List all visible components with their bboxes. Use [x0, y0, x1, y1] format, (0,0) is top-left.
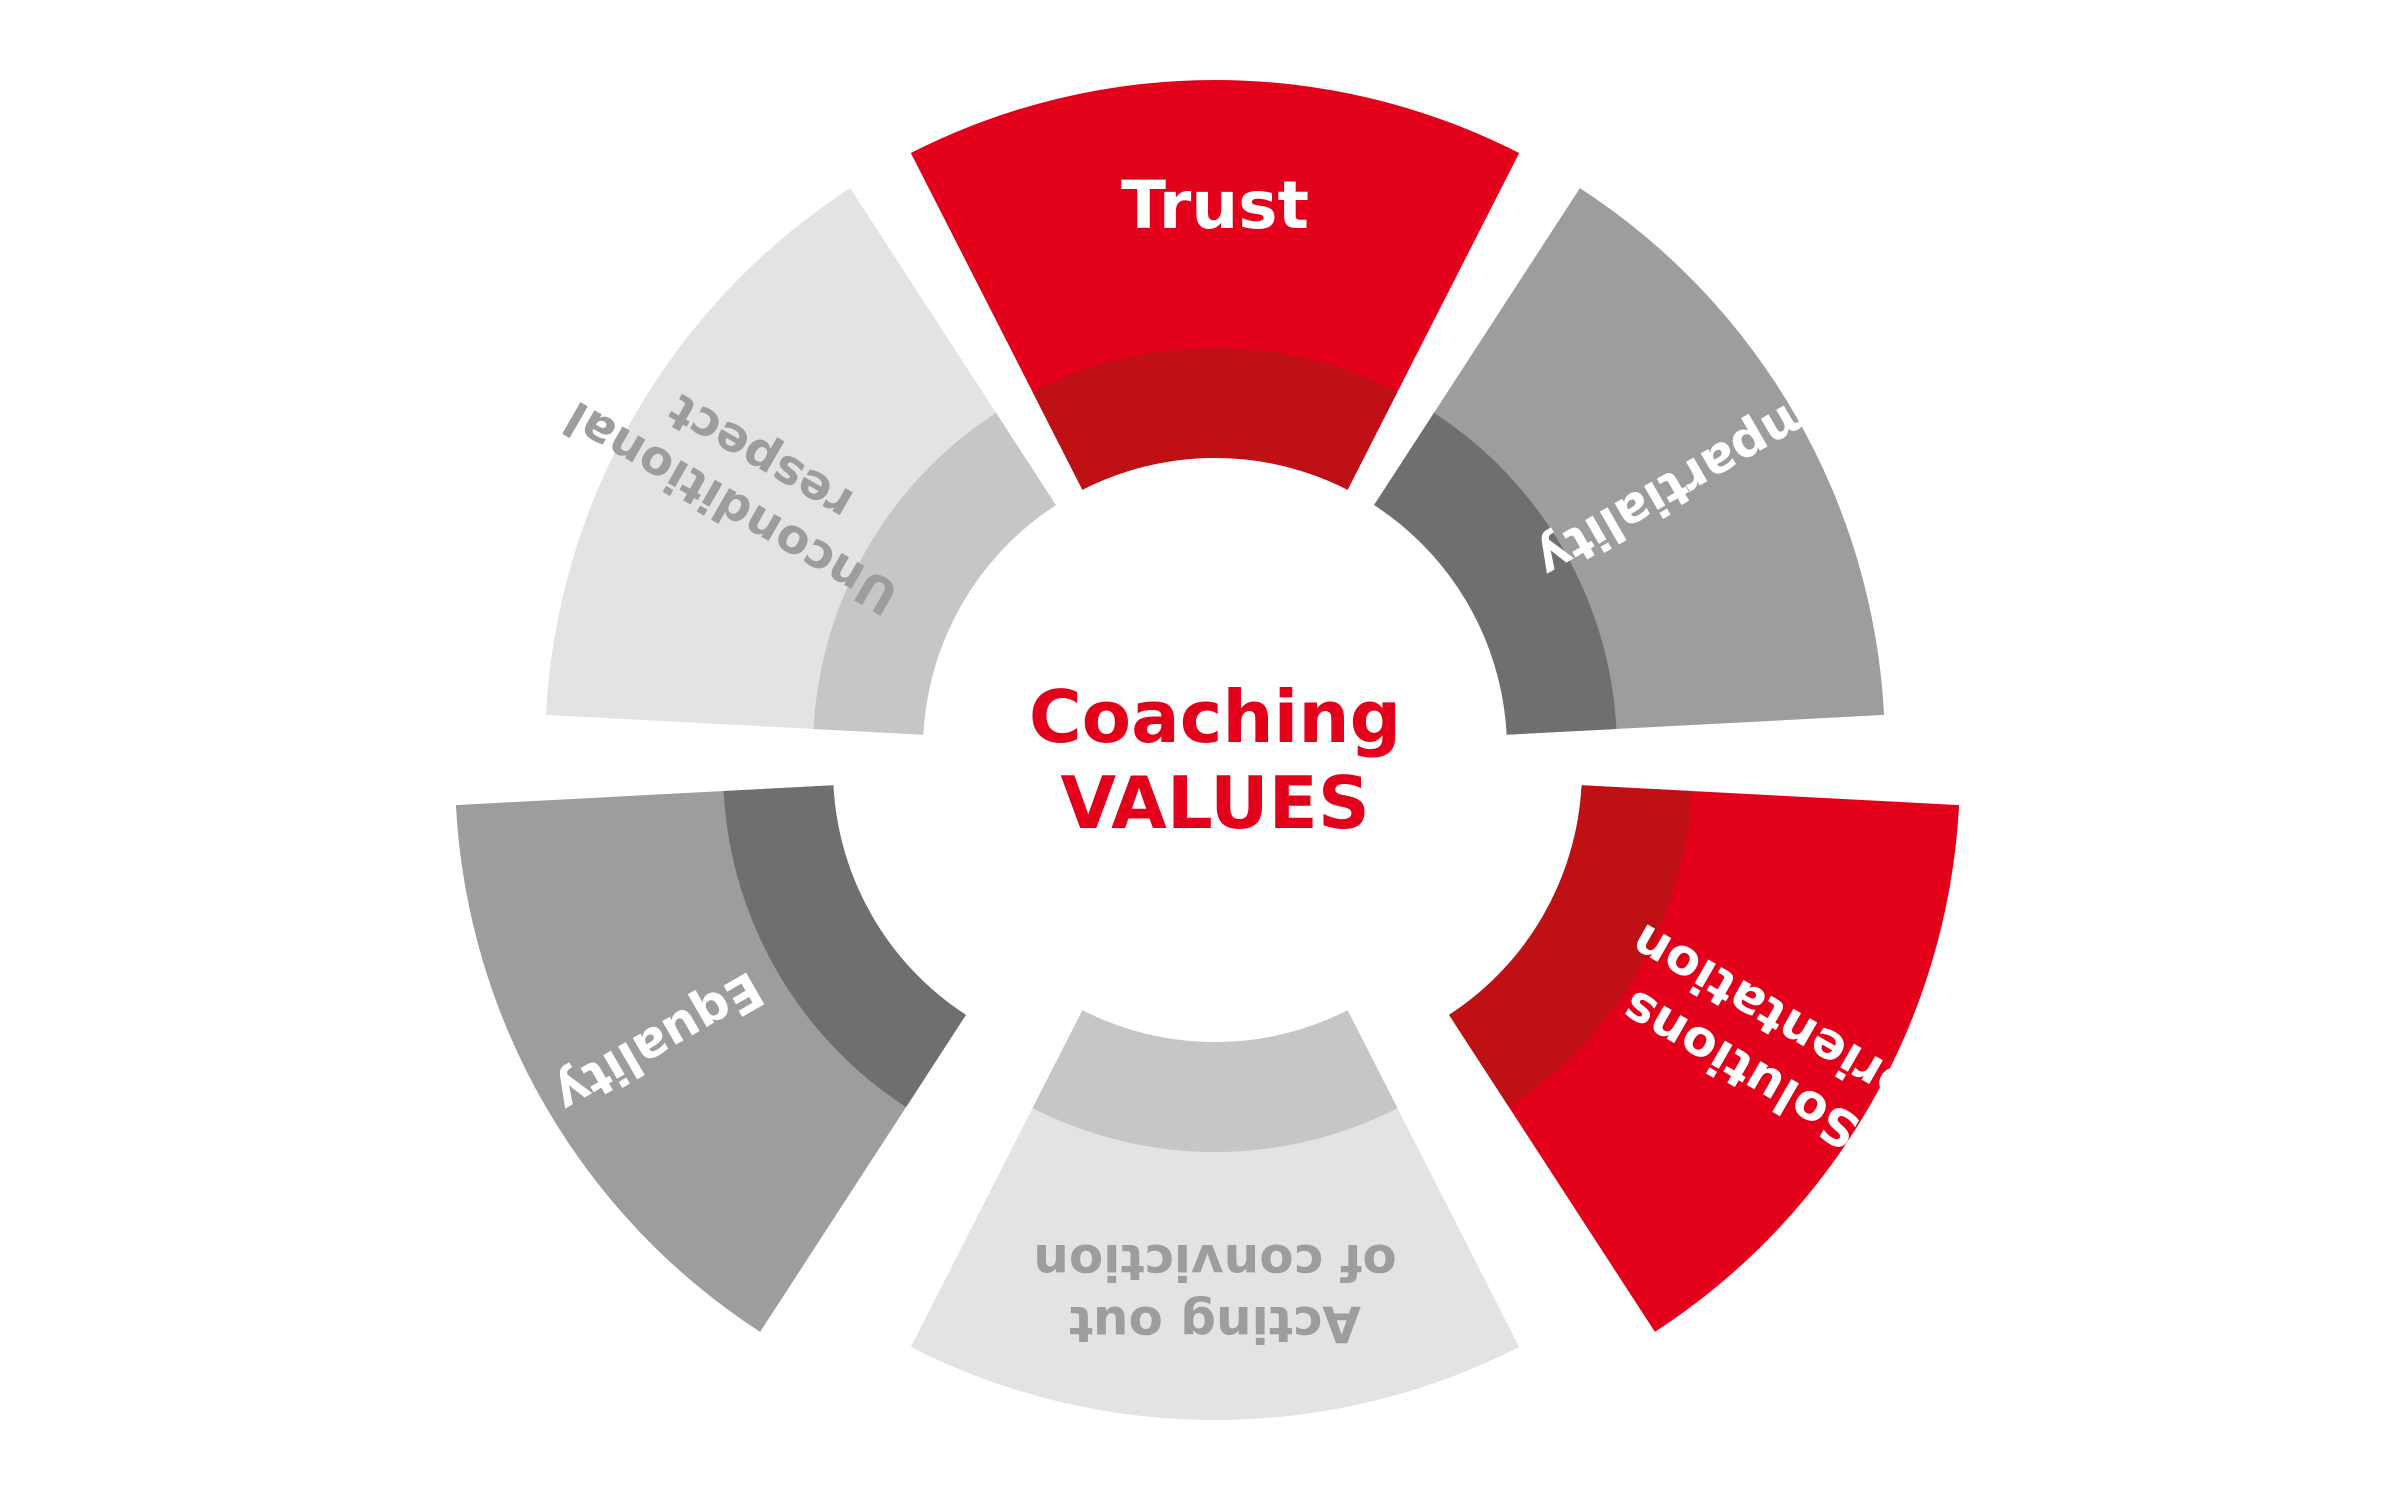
segment-solutions-orientation: Solutionsorientation — [1449, 785, 1960, 1332]
segment-unconditional-respect: Unconditionalrespect — [545, 188, 1056, 735]
center-title-line1: Coaching — [1029, 675, 1401, 759]
segment-trust-label-line: Trust — [1121, 167, 1309, 244]
segment-acting-out-of-conviction: Acting outof conviction — [910, 1010, 1520, 1421]
segment-acting-out-of-conviction-label-line: Acting out — [1069, 1296, 1361, 1354]
segment-impartiality-inner-band — [1374, 412, 1617, 735]
segment-equality: Equality — [455, 785, 966, 1332]
segment-impartiality: Impartiality — [1374, 188, 1885, 735]
segments-layer: Trust ImpartialitySolutionsorientationAct… — [455, 79, 1960, 1421]
segment-unconditional-respect-inner-band — [813, 412, 1056, 735]
segment-trust-inner-band — [1032, 348, 1398, 490]
center-title-line2: VALUES — [1060, 761, 1369, 845]
center-circle — [923, 458, 1507, 1042]
segment-acting-out-of-conviction-label-line: of conviction — [1033, 1234, 1396, 1292]
segment-trust-label: Trust — [1121, 167, 1309, 244]
segment-equality-inner-band — [723, 785, 966, 1108]
segment-solutions-orientation-inner-band — [1449, 785, 1692, 1108]
segment-acting-out-of-conviction-inner-band — [1032, 1010, 1398, 1152]
segment-trust: Trust — [910, 79, 1520, 490]
segment-acting-out-of-conviction-label: Acting outof conviction — [1033, 1234, 1396, 1354]
